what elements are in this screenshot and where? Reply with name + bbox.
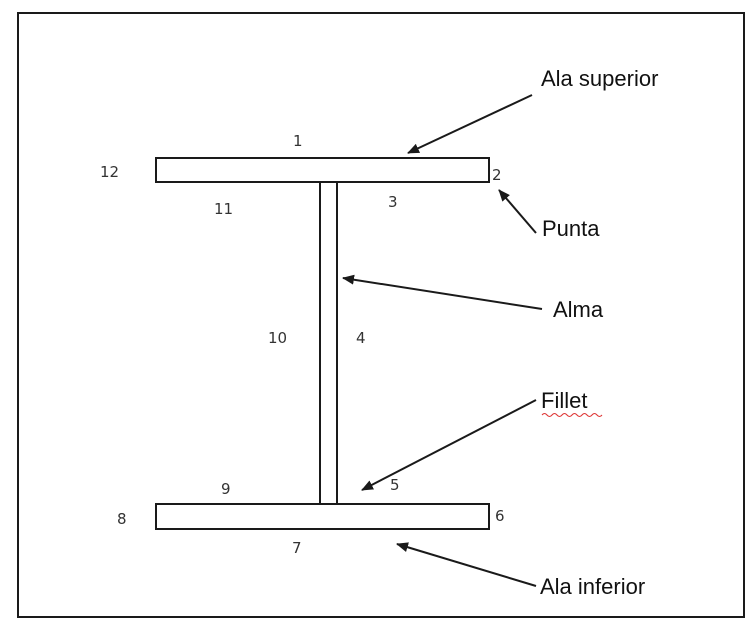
spellcheck-underline xyxy=(541,413,603,417)
point-11: 11 xyxy=(214,200,233,218)
arrow-fillet xyxy=(361,399,537,491)
point-3: 3 xyxy=(388,193,398,211)
label-punta: Punta xyxy=(542,216,600,241)
point-6: 6 xyxy=(495,507,505,525)
arrow-alma xyxy=(342,274,543,310)
point-5: 5 xyxy=(390,476,400,494)
point-10: 10 xyxy=(268,329,287,347)
web xyxy=(319,181,338,505)
point-1: 1 xyxy=(293,132,303,150)
arrow-ala-inferior xyxy=(396,542,537,587)
top-flange xyxy=(155,157,490,183)
arrow-ala-superior xyxy=(407,94,533,154)
label-ala-inferior: Ala inferior xyxy=(540,574,645,599)
label-alma: Alma xyxy=(553,297,604,322)
arrow-punta xyxy=(498,189,537,234)
point-8: 8 xyxy=(117,510,127,528)
label-ala-superior: Ala superior xyxy=(541,66,658,91)
point-7: 7 xyxy=(292,539,302,557)
point-4: 4 xyxy=(356,329,366,347)
point-9: 9 xyxy=(221,480,231,498)
label-fillet: Fillet xyxy=(541,388,587,413)
point-2: 2 xyxy=(492,166,502,184)
point-12: 12 xyxy=(100,163,119,181)
bottom-flange xyxy=(155,503,490,530)
